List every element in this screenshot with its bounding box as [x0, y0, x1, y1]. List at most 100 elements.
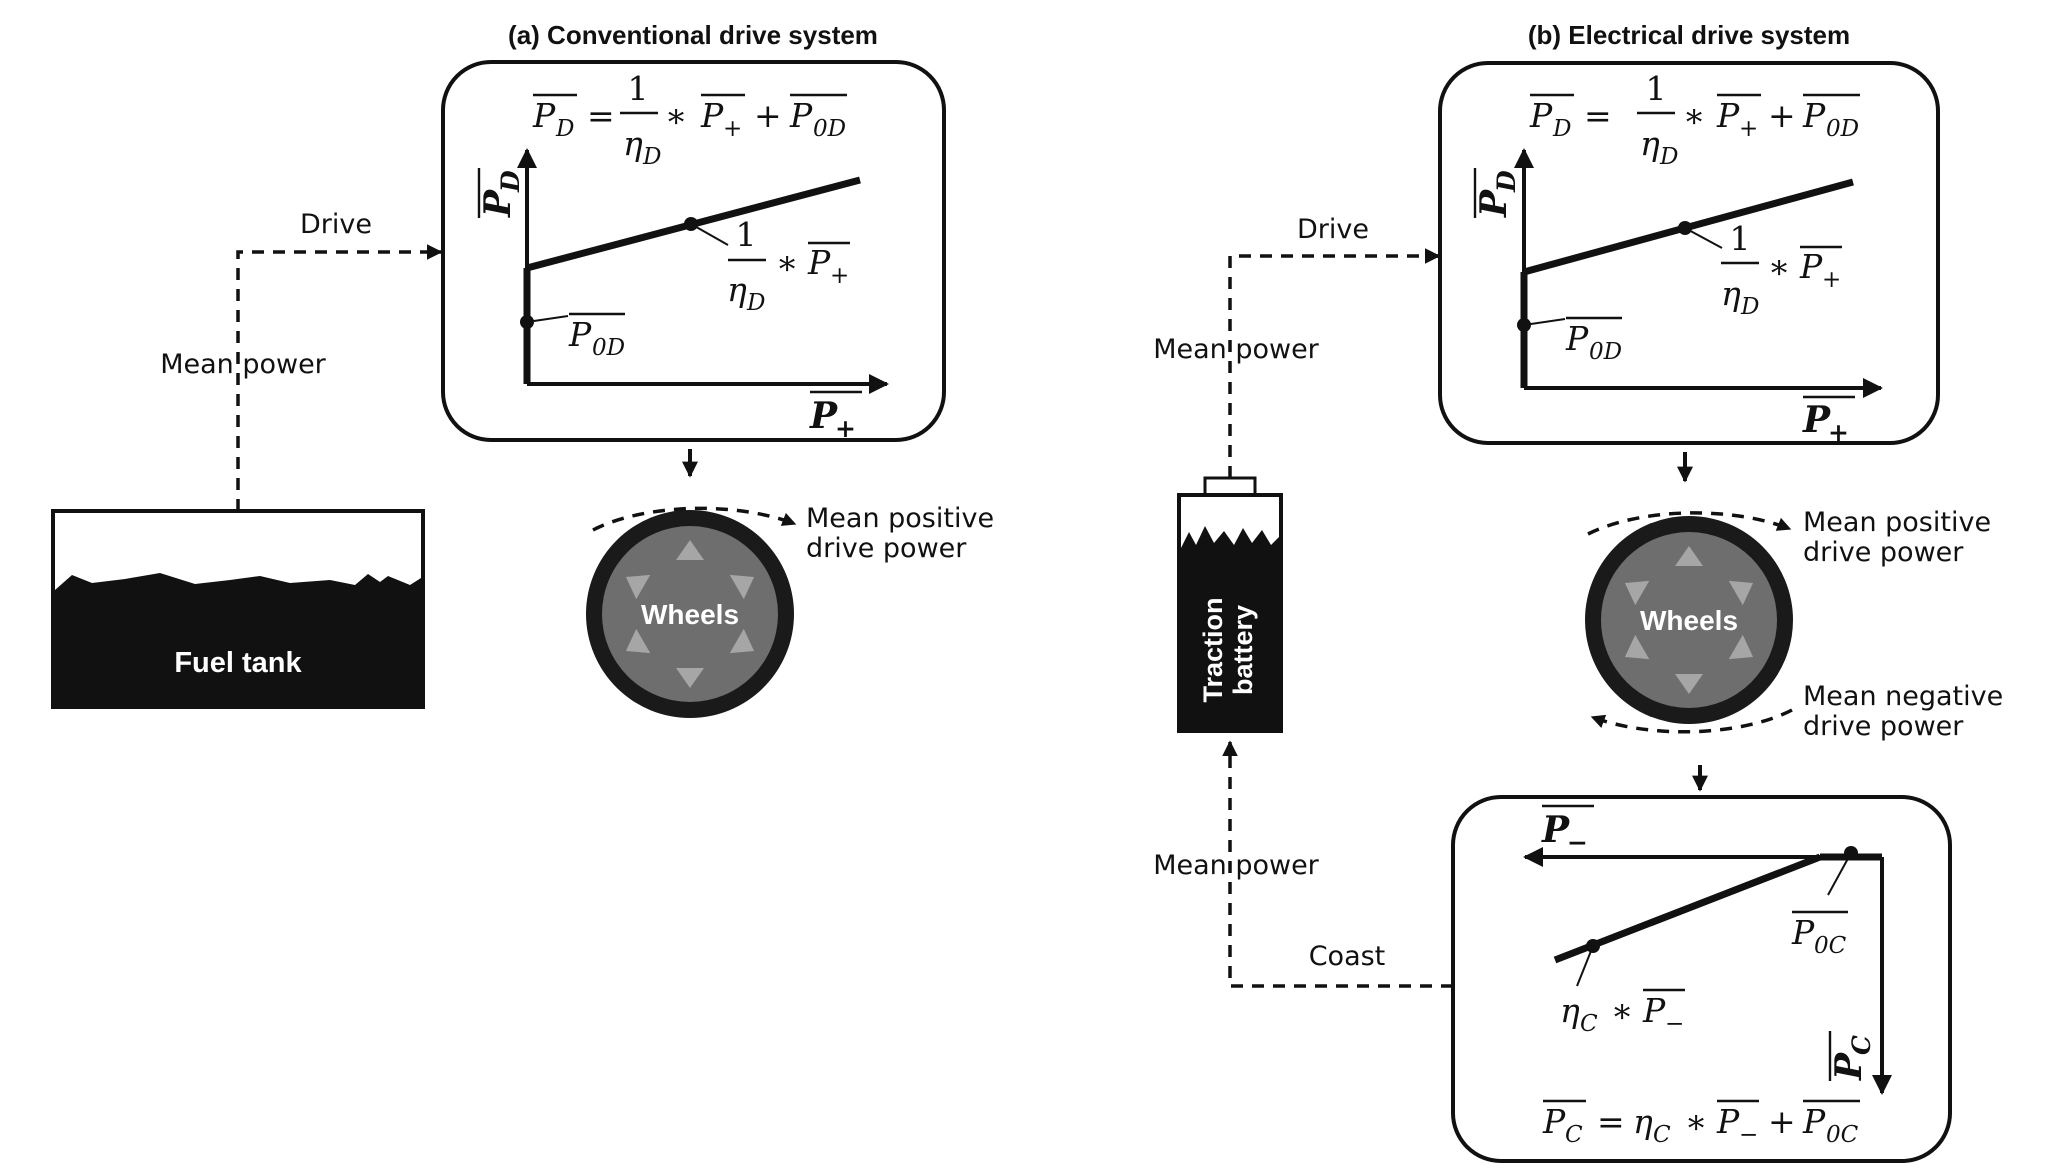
sym-equals: =: [1584, 96, 1612, 135]
sym-P: P: [568, 315, 592, 354]
coast-connector: [1228, 744, 1453, 988]
sym-P: P: [789, 96, 813, 135]
sym-times: ∗: [1611, 991, 1633, 1030]
sym-P: P: [1802, 399, 1831, 441]
sym-eta: η: [1633, 1102, 1653, 1141]
sym-P: P: [1541, 809, 1570, 851]
wheel-rim: [1601, 532, 1777, 708]
wheel-icon: Wheels: [1585, 516, 1793, 724]
sym-sub: +: [1739, 116, 1758, 142]
sym-sub: C: [1565, 1122, 1583, 1148]
sym-P: P: [1473, 189, 1515, 218]
sym-sub: +: [835, 414, 856, 443]
slope-label-a: 1 η D ∗ P +: [727, 215, 850, 316]
sym-sub: 0D: [1826, 116, 1859, 142]
sym-P: P: [1828, 1052, 1870, 1081]
sym-P: P: [1802, 1102, 1826, 1141]
wheels-b: Wheels Mean positive drive power Mean ne…: [1585, 507, 2003, 742]
sym-P: P: [1791, 913, 1815, 952]
sym-plus: +: [1768, 96, 1796, 135]
sym-P: P: [1716, 96, 1740, 135]
sym-one: 1: [1646, 69, 1667, 108]
traction-battery: Traction battery: [1177, 476, 1283, 733]
mean-positive-label-b-line2: drive power: [1803, 537, 1964, 568]
sym-sub: D: [555, 116, 574, 142]
sym-sub: 0D: [813, 116, 846, 142]
slope-leader-a: [690, 223, 729, 246]
coast-slope-label: η C ∗ P −: [1560, 988, 1685, 1037]
sym-sub: C: [1580, 1011, 1598, 1037]
sym-sub: 0D: [592, 335, 625, 361]
sym-eta: η: [1560, 991, 1580, 1030]
sym-P: P: [1802, 96, 1826, 135]
fuel-tank-label: Fuel tank: [174, 647, 302, 679]
mean-positive-label-a-line1: Mean positive: [806, 503, 994, 534]
mean-negative-label-line1: Mean negative: [1803, 681, 2003, 712]
p0c-label: P 0C: [1791, 910, 1848, 959]
formula-pc: P C = η C ∗ P − + P 0C: [1542, 1099, 1860, 1148]
sym-eta: η: [623, 124, 643, 163]
sym-plus: +: [754, 96, 782, 135]
sym-sub: D: [496, 170, 525, 193]
wheel-spokes: [625, 540, 755, 688]
sym-sub: D: [1659, 144, 1678, 170]
slope-leader-b: [1684, 227, 1723, 249]
sym-sub: D: [642, 144, 661, 170]
sym-P: P: [1799, 247, 1823, 286]
coast-graph-box: [1451, 795, 1952, 1163]
sym-sub: +: [723, 116, 742, 142]
p0c-leader: [1827, 852, 1852, 896]
sym-equals: =: [1597, 1102, 1625, 1141]
formula-pd-b: P D = 1 η D ∗ P + + P 0D: [1529, 69, 1860, 170]
sym-sub: +: [1828, 418, 1849, 447]
sym-sub: −: [1567, 828, 1588, 857]
sym-P: P: [1565, 319, 1589, 358]
sym-P: P: [1716, 1102, 1740, 1141]
wheel-icon: Wheels: [586, 510, 794, 718]
sym-one: 1: [628, 69, 649, 108]
coast-label: Coast: [1309, 941, 1386, 972]
sym-sub: D: [746, 290, 765, 316]
sym-sub: C: [1653, 1122, 1671, 1148]
negative-power-arc-b: [1590, 708, 1793, 734]
x-axis-label-b: P +: [1802, 395, 1855, 447]
fuel-tank: Fuel tank: [51, 509, 425, 709]
sym-times: ∗: [1768, 247, 1790, 286]
drive-connector-b: [1228, 254, 1440, 478]
sym-one: 1: [736, 215, 757, 254]
p0d-label-a: P 0D: [568, 312, 625, 361]
mean-positive-label-b-line1: Mean positive: [1803, 507, 1991, 538]
sym-sub: 0D: [1589, 339, 1622, 365]
sym-equals: =: [587, 96, 615, 135]
wheels-a: Wheels Mean positive drive power: [586, 503, 994, 718]
sym-P: P: [1642, 991, 1666, 1030]
wheel-rim: [602, 526, 778, 702]
sym-times: ∗: [1685, 1102, 1707, 1141]
sym-P: P: [1529, 96, 1553, 135]
coast-x-axis-label: P −: [1541, 804, 1594, 857]
panel-electrical: (b) Electrical drive system P D = 1 η D …: [1153, 20, 2003, 1163]
drive-graph-box-a: [441, 60, 946, 442]
positive-power-arc-b: [1587, 511, 1792, 536]
mean-power-label-b-top: Mean power: [1153, 334, 1319, 365]
panel-conventional: (a) Conventional drive system P D = 1 η …: [51, 20, 994, 718]
sym-sub: −: [1739, 1122, 1758, 1148]
x-axis-label-a: P +: [809, 390, 862, 443]
sym-times: ∗: [1683, 96, 1705, 135]
battery-charge-icon: [1181, 526, 1279, 729]
sym-P: P: [700, 96, 724, 135]
sym-sub: +: [1822, 267, 1841, 293]
sym-P: P: [532, 96, 556, 135]
sym-eta: η: [1640, 124, 1660, 163]
positive-power-arc-a: [592, 506, 797, 532]
mean-power-label-a: Mean power: [160, 349, 326, 380]
sym-P: P: [807, 243, 831, 282]
sym-plus: +: [1768, 1102, 1796, 1141]
sym-eta: η: [1721, 274, 1741, 313]
sym-P: P: [809, 395, 838, 437]
sym-sub: D: [1552, 116, 1571, 142]
drive-label-a: Drive: [300, 209, 372, 240]
mean-positive-label-a-line2: drive power: [806, 533, 967, 564]
mean-negative-label-line2: drive power: [1803, 711, 1964, 742]
y-axis-label-a: P D: [477, 168, 525, 218]
